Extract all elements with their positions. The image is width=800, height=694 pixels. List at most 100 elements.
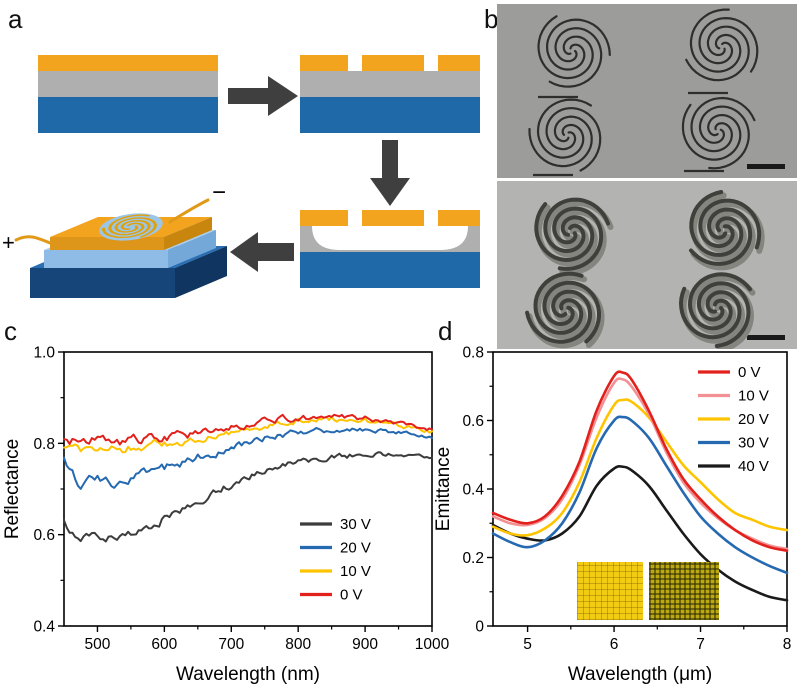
substrate-layer — [38, 97, 218, 133]
gold-front-face — [50, 237, 164, 250]
minus-wire — [168, 198, 210, 224]
sem-spiral-slot — [681, 103, 742, 161]
panel-b-label: b — [484, 4, 499, 34]
sem-spiral-slot — [689, 8, 742, 73]
y-axis-label: Emittance — [435, 447, 454, 531]
sem-spiral-arm — [687, 272, 752, 331]
x-tick-label: 1000 — [415, 636, 450, 653]
sem-spiral-arm — [678, 286, 742, 340]
x-tick-label: 7 — [696, 636, 705, 653]
sacrificial-layer — [38, 71, 218, 97]
device-spiral-arm — [108, 214, 150, 236]
process-step-2-patterned — [300, 55, 480, 133]
series-line-20V — [63, 427, 433, 490]
substrate-front-face — [30, 268, 175, 298]
plot-frame — [63, 351, 433, 627]
sem-spiral-slot — [545, 18, 611, 71]
sem-spiral-arm — [533, 271, 584, 335]
fabrication-process-diagram: + − — [2, 55, 480, 298]
sem-spiral-shadow — [698, 283, 755, 349]
x-tick-label: 900 — [352, 636, 378, 653]
sem-spiral-slot — [545, 107, 602, 172]
sem-micrographs — [497, 4, 797, 349]
legend-label: 30 V — [340, 516, 371, 533]
sem-spiral-arm — [552, 206, 604, 271]
gold-segment — [300, 210, 348, 226]
panel-a-label: a — [8, 4, 23, 34]
device-3d-schematic — [14, 198, 227, 298]
sacrificial-layer — [300, 71, 480, 97]
legend-label: 20 V — [340, 540, 371, 557]
sem-spiral-slot — [690, 96, 756, 153]
sem-spiral-arm — [696, 281, 751, 348]
process-step-1-stack — [38, 55, 218, 133]
series-line-20V — [491, 398, 789, 537]
legend-label: 10 V — [738, 388, 769, 405]
sem-image-flat — [497, 4, 797, 178]
series-line-10V — [63, 416, 433, 454]
sem-spiral-arm — [525, 289, 593, 344]
etched-cavity — [312, 226, 468, 250]
y-tick-label: 1.0 — [33, 345, 55, 362]
sem-spiral-slot — [536, 98, 592, 159]
spacer-right-face — [168, 230, 216, 268]
sem-spiral-slot — [548, 27, 603, 88]
arrow-left-icon — [230, 232, 294, 272]
sem-spiral-arm — [542, 280, 601, 344]
device-spiral-arm — [101, 220, 151, 239]
legend-label: 0 V — [340, 587, 363, 604]
panel-c-label: c — [4, 316, 17, 346]
x-tick-label: 800 — [285, 636, 311, 653]
sem-spiral-arm — [534, 202, 595, 263]
series-line-30V — [63, 451, 433, 543]
gold-right-face — [164, 217, 212, 250]
x-tick-label: 700 — [218, 636, 244, 653]
panel-d-label: d — [438, 316, 453, 346]
gold-segment — [362, 55, 424, 71]
x-axis-label: Wavelength (nm) — [176, 664, 320, 685]
legend-label: 20 V — [738, 411, 769, 428]
sem-spiral-arm — [698, 198, 762, 250]
y-tick-label: 0.8 — [33, 436, 55, 453]
gold-segment — [300, 55, 348, 71]
sem-spiral-slot — [685, 25, 750, 82]
gold-segment — [438, 55, 480, 71]
scale-bar — [747, 335, 785, 340]
gold-segment — [438, 210, 480, 226]
legend-label: 10 V — [340, 563, 371, 580]
substrate-layer — [300, 252, 480, 288]
sem-spiral-shadow — [690, 192, 747, 262]
x-tick-label: 500 — [85, 636, 111, 653]
y-tick-label: 0.2 — [462, 550, 484, 567]
series-line-0V — [491, 370, 789, 552]
sem-spiral-slot — [528, 115, 593, 168]
y-axis-label: Reflectance — [2, 439, 23, 539]
sem-spiral-slot — [537, 15, 594, 80]
substrate-right-face — [175, 246, 227, 298]
legend-label: 0 V — [738, 364, 761, 381]
device-spiral-arm — [114, 217, 157, 238]
arrow-down-icon — [370, 140, 410, 206]
sem-spiral-arm — [689, 207, 753, 266]
gold-layer — [38, 55, 218, 71]
y-tick-label: 0.4 — [33, 619, 55, 636]
series-line-0V — [63, 413, 433, 446]
x-tick-label: 8 — [783, 636, 792, 653]
y-tick-label: 0.6 — [33, 527, 55, 544]
y-tick-label: 0 — [475, 619, 484, 636]
gold-segment — [362, 210, 424, 226]
sem-spiral-shadow — [553, 208, 607, 276]
arrow-right-icon — [228, 76, 298, 116]
substrate-layer — [300, 97, 480, 133]
x-tick-label: 5 — [523, 636, 532, 653]
series-line-30V — [491, 415, 789, 575]
sem-spiral-arm — [689, 190, 744, 257]
y-tick-label: 0.4 — [462, 482, 484, 499]
plot-frame — [492, 351, 788, 627]
legend-label: 40 V — [738, 458, 769, 475]
process-step-3-etched — [300, 210, 480, 288]
